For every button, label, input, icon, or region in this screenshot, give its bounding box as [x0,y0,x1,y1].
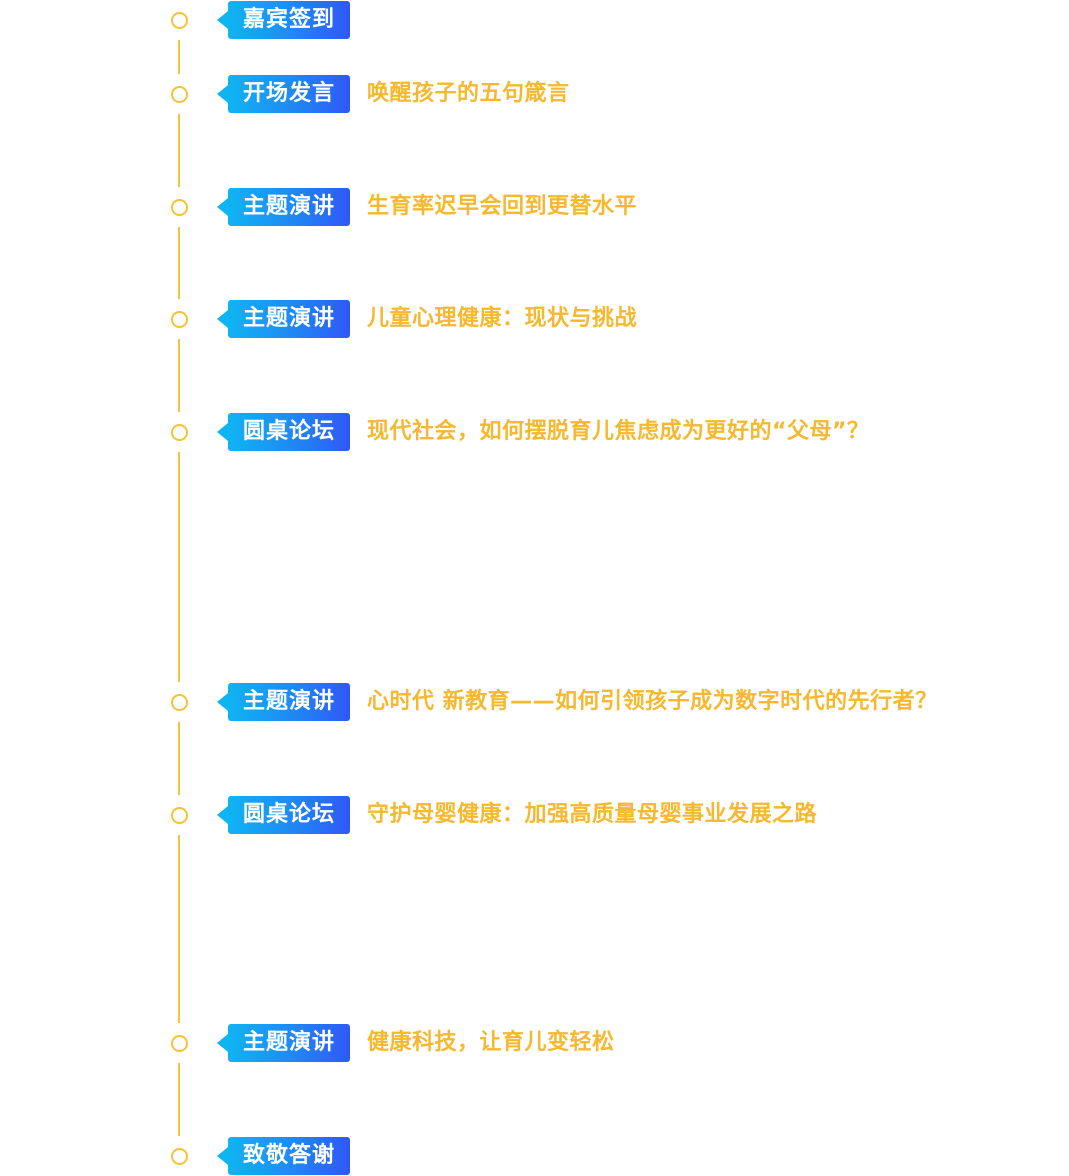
session-type-badge: 开场发言 [217,75,350,113]
timeline-dot-icon [171,12,188,29]
session-title: 守护母婴健康：加强高质量母婴事业发展之路 [367,802,818,827]
agenda-item-roundtable: 圆桌论坛 现代社会，如何摆脱育儿焦虑成为更好的“父母”？ [0,413,1069,451]
timeline-dot-icon [171,199,188,216]
session-type-badge: 嘉宾签到 [217,1,350,39]
session-title: 心时代 新教育——如何引领孩子成为数字时代的先行者？ [367,689,938,714]
timeline-dot-icon [171,807,188,824]
session-title: 儿童心理健康：现状与挑战 [367,306,638,331]
agenda-item-roundtable: 圆桌论坛 守护母婴健康：加强高质量母婴事业发展之路 [0,796,1069,834]
timeline-dot-icon [171,424,188,441]
session-title: 唤醒孩子的五句箴言 [367,81,570,106]
timeline-connector [178,227,180,299]
session-title: 生育率迟早会回到更替水平 [367,194,638,219]
timeline-dot-icon [171,311,188,328]
agenda-item-keynote: 主题演讲 心时代 新教育——如何引领孩子成为数字时代的先行者？ [0,683,1069,721]
agenda-item-keynote: 主题演讲 儿童心理健康：现状与挑战 [0,300,1069,338]
agenda-item-closing: 致敬答谢 [0,1137,1069,1175]
session-title: 现代社会，如何摆脱育儿焦虑成为更好的“父母”？ [367,419,870,444]
timeline-connector [178,452,180,682]
timeline-connector [178,835,180,1023]
timeline-dot-icon [171,1035,188,1052]
timeline-connector [178,1063,180,1136]
session-type-badge: 主题演讲 [217,1024,350,1062]
timeline-dot-icon [171,694,188,711]
timeline-connector [178,722,180,795]
agenda-item-keynote: 主题演讲 健康科技，让育儿变轻松 [0,1024,1069,1062]
agenda-item-keynote: 主题演讲 生育率迟早会回到更替水平 [0,188,1069,226]
timeline-dot-icon [171,1148,188,1165]
timeline-dot-icon [171,86,188,103]
agenda-item-opening: 开场发言 唤醒孩子的五句箴言 [0,75,1069,113]
timeline-connector [178,114,180,187]
session-type-badge: 主题演讲 [217,300,350,338]
session-type-badge: 主题演讲 [217,188,350,226]
session-type-badge: 圆桌论坛 [217,796,350,834]
session-type-badge: 主题演讲 [217,683,350,721]
session-type-badge: 圆桌论坛 [217,413,350,451]
session-type-badge: 致敬答谢 [217,1137,350,1175]
timeline-connector [178,339,180,412]
timeline-connector [178,40,180,74]
session-title: 健康科技，让育儿变轻松 [367,1030,615,1055]
agenda-item-checkin: 嘉宾签到 [0,1,1069,39]
